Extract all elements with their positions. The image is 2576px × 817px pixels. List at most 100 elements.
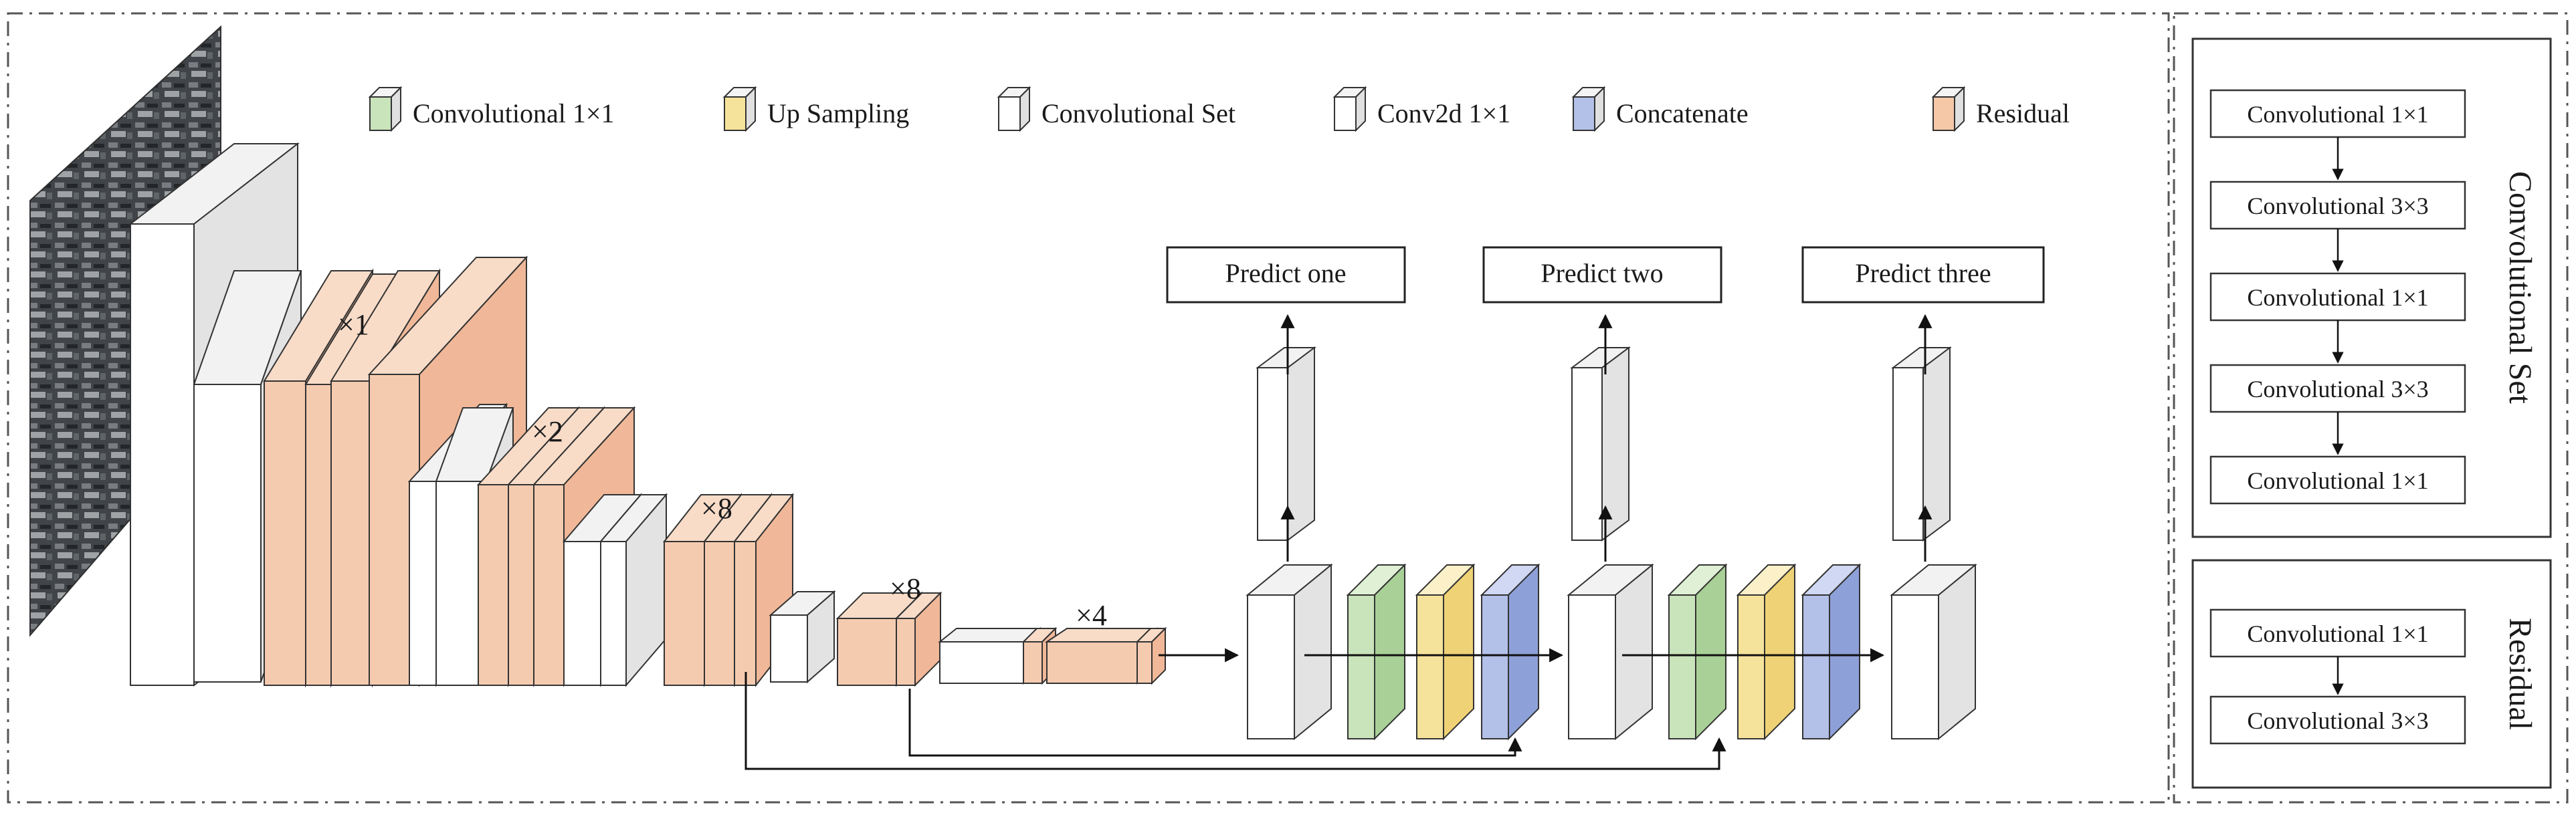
conv-set-title: Convolutional Set — [2502, 171, 2538, 404]
layer-block — [1415, 563, 1476, 741]
layer-front-face — [478, 484, 509, 686]
layer-front-face — [1481, 594, 1509, 739]
predict-one-label: Predict one — [1225, 258, 1346, 288]
legend-swatch — [1334, 96, 1357, 131]
side-frame — [2173, 12, 2569, 804]
legend-item-conv2d: Conv2d 1×1 — [1332, 86, 1510, 132]
layer-front-face — [734, 541, 757, 686]
connections — [745, 314, 1933, 770]
skip-connection-2 — [908, 689, 1522, 757]
layer-side-face — [1922, 346, 1951, 542]
conv-set-item: Convolutional 3×3 — [2209, 181, 2466, 272]
layer-front-face — [563, 541, 601, 686]
legend-label: Concatenate — [1616, 98, 1749, 128]
network-blocks — [128, 142, 1977, 741]
layer-side-face — [1938, 563, 1976, 741]
residual-panel — [2191, 559, 2552, 789]
conv-set-item: Convolutional 1×1 — [2209, 89, 2466, 181]
conv-set-item-label: Convolutional 3×3 — [2247, 193, 2428, 219]
conv-set-item-label: Convolutional 1×1 — [2247, 284, 2428, 311]
layer-front-face — [193, 384, 262, 683]
conv-set-item-label: Convolutional 1×1 — [2247, 101, 2428, 128]
predict-two-label: Predict two — [1541, 258, 1663, 288]
conv-set-item-box — [2209, 364, 2466, 413]
layer-block — [894, 591, 943, 687]
legend-label: Convolutional 1×1 — [413, 98, 614, 128]
layer-side-face — [1829, 563, 1860, 741]
layer-side-face — [1695, 563, 1726, 741]
main-frame — [7, 12, 2170, 804]
conv-set-item-box — [2209, 272, 2466, 322]
conv-set-item: Convolutional 1×1 — [2209, 455, 2466, 505]
multiplier-x4: ×4 — [1076, 599, 1107, 632]
layer-side-face — [1764, 563, 1795, 741]
residual-item-box — [2209, 608, 2466, 658]
layer-front-face — [1737, 594, 1765, 739]
layer-block — [599, 493, 668, 687]
layer-front-face — [1136, 641, 1153, 684]
legend-swatch — [1573, 96, 1595, 131]
legend-label: Residual — [1976, 98, 2070, 128]
layer-block — [1801, 563, 1862, 741]
layer-side-face — [1443, 563, 1474, 741]
layer-side-face — [1615, 563, 1653, 741]
layer-front-face — [508, 484, 534, 686]
legend-item-concat: Concatenate — [1571, 86, 1749, 132]
layer-front-face — [1247, 594, 1295, 739]
legend-swatch — [369, 96, 392, 131]
layer-front-face — [130, 223, 195, 686]
residual-item-label: Convolutional 1×1 — [2247, 620, 2428, 647]
legend-label: Convolutional Set — [1042, 98, 1235, 128]
layer-front-face — [1416, 594, 1444, 739]
legend-item-residual: Residual — [1931, 86, 2070, 132]
conv-set-item-label: Convolutional 1×1 — [2247, 467, 2428, 494]
legend-swatch — [998, 96, 1021, 131]
conv-set-item-box — [2209, 455, 2466, 505]
predict-two-box: Predict two — [1482, 246, 1722, 304]
layer-side-face — [1294, 563, 1332, 741]
multiplier-x8-b: ×8 — [890, 572, 921, 605]
layer-front-face — [264, 380, 306, 686]
legend-label: Conv2d 1×1 — [1377, 98, 1510, 128]
legend-label: Up Sampling — [767, 98, 909, 128]
layer-front-face — [896, 618, 916, 686]
skip-connection-1 — [745, 672, 1726, 770]
conv-set-item-box — [2209, 89, 2466, 138]
layer-front-face — [1046, 641, 1138, 684]
legend-item-convset: Convolutional Set — [997, 86, 1235, 132]
layer-front-face — [664, 541, 705, 686]
layer-front-face — [1668, 594, 1696, 739]
multiplier-x2: ×2 — [532, 415, 563, 448]
residual-title: Residual — [2502, 618, 2538, 730]
conv-set-item-label: Convolutional 3×3 — [2247, 376, 2428, 402]
legend-swatch — [1933, 96, 1955, 131]
conv-set-item: Convolutional 3×3 — [2209, 364, 2466, 455]
layer-side-face — [1508, 563, 1539, 741]
layer-front-face — [1568, 594, 1616, 739]
layer-block — [1667, 563, 1728, 741]
residual-item-label: Convolutional 3×3 — [2247, 707, 2428, 734]
layer-front-face — [1347, 594, 1375, 739]
layer-block — [1736, 563, 1797, 741]
residual-item: Convolutional 3×3 — [2209, 695, 2466, 745]
conv-set-item: Convolutional 1×1 — [2209, 272, 2466, 364]
legend: Convolutional 1×1 Up Sampling Convolutiona… — [368, 86, 2070, 132]
layer-block — [1346, 563, 1407, 741]
predict-three-box: Predict three — [1801, 246, 2045, 304]
layer-front-face — [409, 481, 437, 686]
layer-front-face — [704, 541, 735, 686]
residual-item: Convolutional 1×1 — [2209, 608, 2466, 695]
predict-one-box: Predict one — [1166, 246, 1406, 304]
side-panels: Convolutional Set Residual Convolutional… — [2191, 37, 2552, 789]
layer-front-face — [770, 614, 808, 683]
layer-front-face — [1257, 367, 1288, 541]
multiplier-x1: ×1 — [338, 308, 369, 341]
legend-swatch — [724, 96, 747, 131]
layer-block — [1891, 346, 1952, 542]
layer-block — [1570, 346, 1631, 542]
predict-three-label: Predict three — [1855, 258, 1991, 288]
residual-item-box — [2209, 695, 2466, 745]
layer-front-face — [1891, 594, 1939, 739]
layer-front-face — [533, 484, 565, 686]
